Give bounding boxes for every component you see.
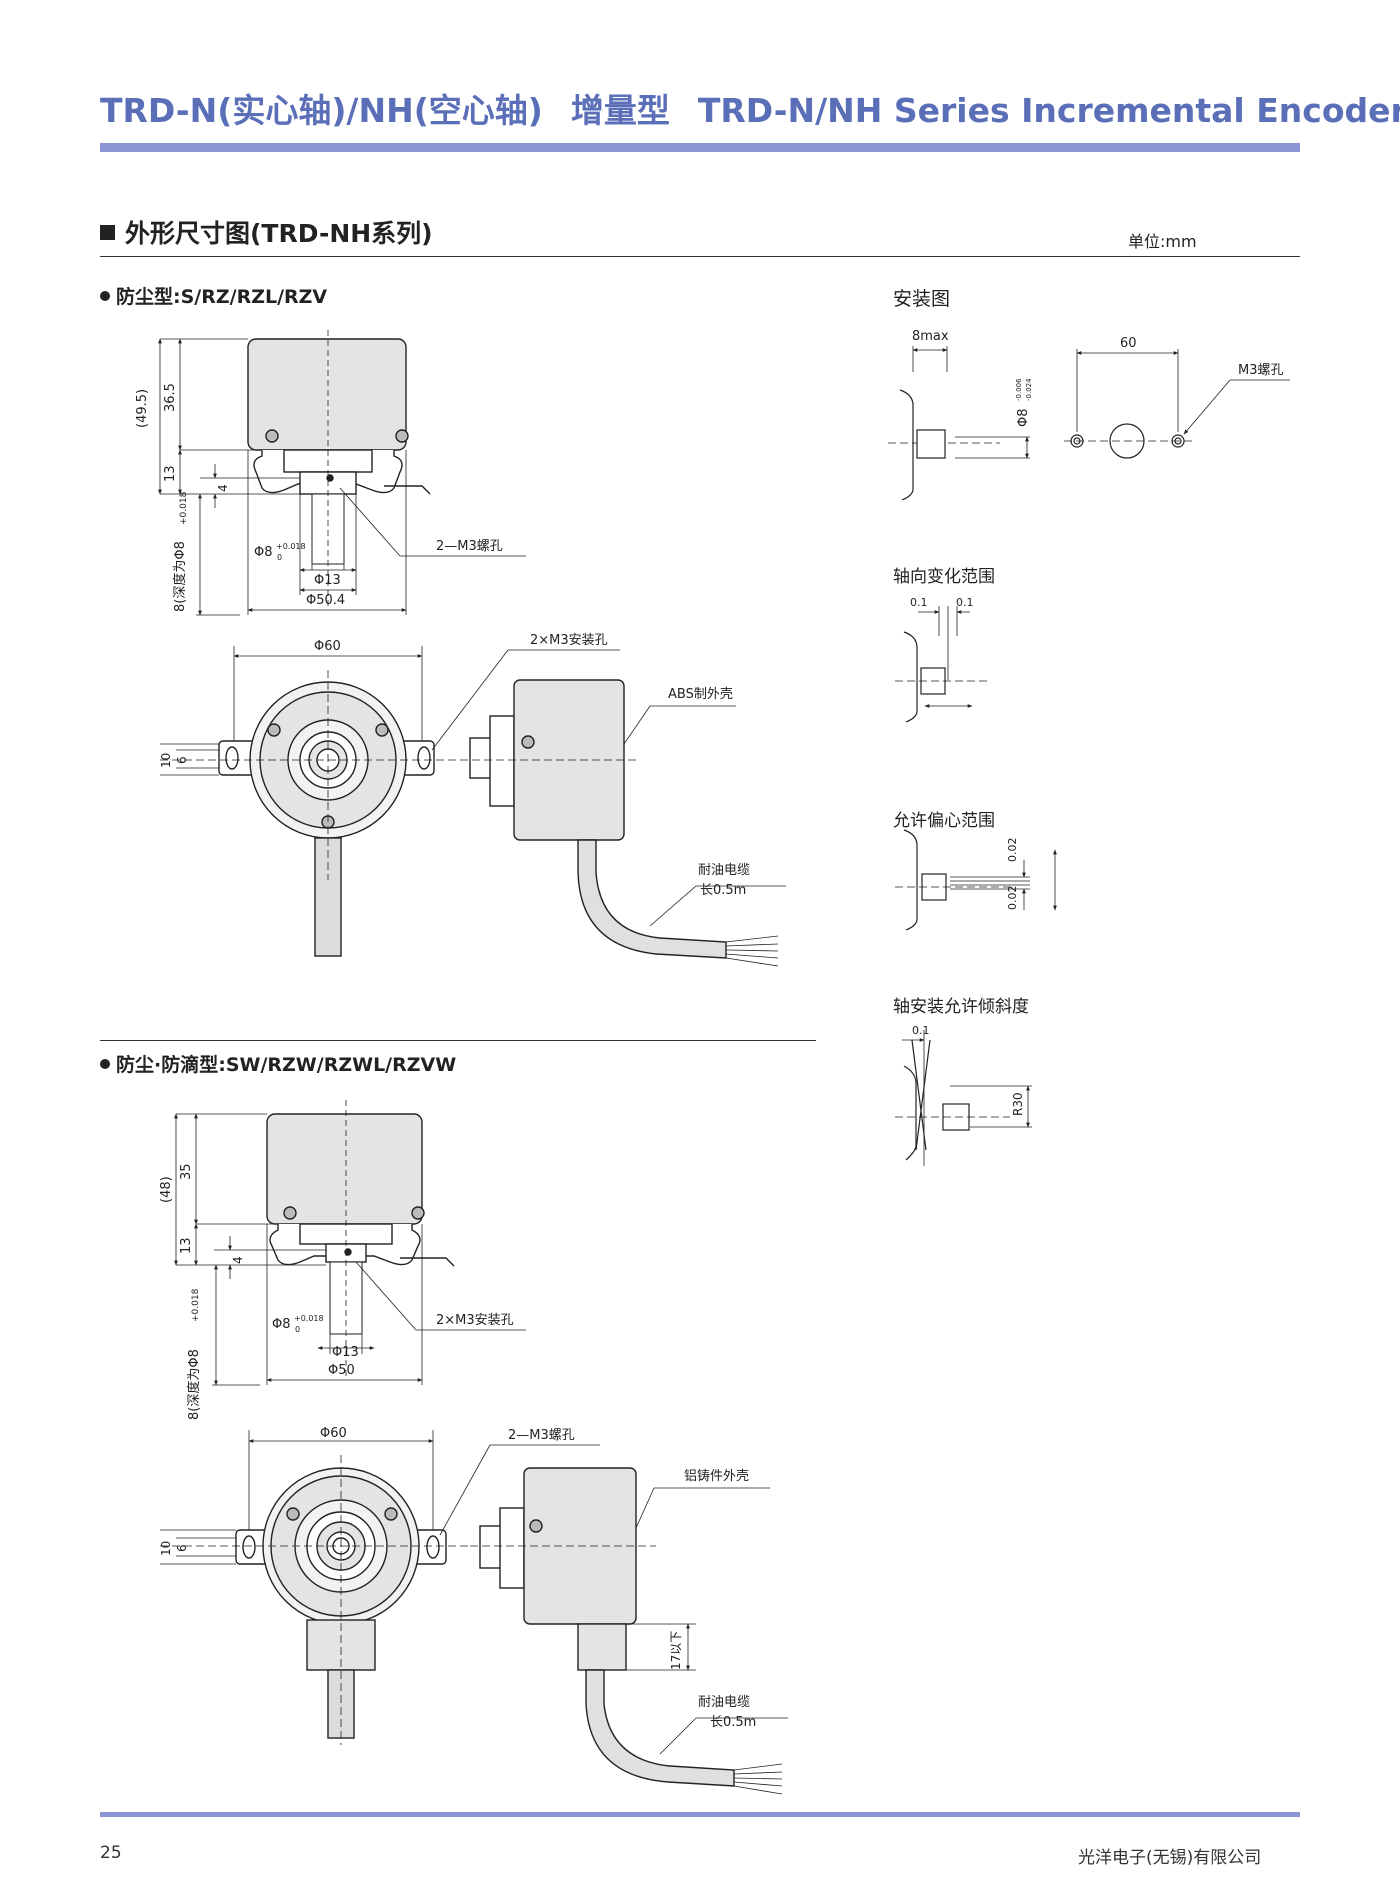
install-phi8-tol-dn: -0.024 [1025,378,1033,401]
ecc-0-02-b: 0.02 [1006,886,1019,911]
v1-body-h: 36.5 [163,383,178,412]
v2-depth: 8(深度为Φ8 [186,1349,202,1420]
v1-mount-holes: 2×M3安装孔 [530,633,608,648]
v1-phi8: Φ8 [254,545,273,560]
variant-divider [100,1040,816,1041]
tilt-0-1: 0.1 [912,1024,930,1037]
v2-phi50: Φ50 [328,1363,355,1378]
v1-right-view [460,679,786,967]
v1-phi60: Φ60 [314,639,341,654]
tilt-title: 轴安装允许倾斜度 [893,997,1029,1017]
v1-housing: ABS制外壳 [668,687,733,702]
bullet-icon [100,291,110,301]
v2-flange-h: 13 [179,1237,194,1254]
v1-phi504: Φ50.4 [306,593,345,608]
axial-0-1-a: 0.1 [910,596,928,609]
v1-d10: 10 [159,753,173,768]
footer-bar [100,1812,1300,1817]
unit-label: 单位:mm [1128,232,1197,251]
v2-cable1: 耐油电缆 [698,1694,750,1710]
title-type: 增量型 [570,91,670,130]
v2-total-h: (48) [159,1176,174,1203]
v1-side-view [158,330,526,616]
page-title: TRD-N(实心轴)/NH(空心轴) 增量型 TRD-N/NH Series Inc… [100,84,1400,132]
v1-front-view [160,646,620,957]
v2-cable2: 长0.5m [710,1715,756,1730]
install-m3: M3螺孔 [1238,363,1284,378]
v2-phi60: Φ60 [320,1426,347,1441]
bullet-icon [100,1059,110,1069]
install-title: 安装图 [893,288,951,310]
variant2-title: 防尘·防滴型:SW/RZW/RZWL/RZVW [100,1050,456,1077]
v1-total-h: (49.5) [135,389,150,428]
company-name: 光洋电子(无锡)有限公司 [1078,1848,1262,1868]
v1-dim4: 4 [216,484,230,492]
v2-phi13: Φ13 [332,1345,359,1360]
v1-depth: 8(深度为Φ8 [172,541,188,612]
v1-d6: 6 [175,756,189,764]
v2-d17: 17以下 [669,1631,683,1670]
v2-body-h: 35 [179,1163,194,1180]
v2-right-view [470,1467,788,1795]
install-60: 60 [1120,336,1137,351]
v1-depth-tol: +0.018 [179,491,189,525]
v2-housing: 铝铸件外壳 [684,1468,749,1484]
section-rule [100,256,1300,257]
axial-title: 轴向变化范围 [893,567,995,587]
v2-front-view [160,1430,600,1745]
page-number: 25 [100,1843,122,1863]
v2-dim4: 4 [231,1256,245,1264]
v2-d6: 6 [175,1544,189,1552]
v1-phi8-tol-dn: 0 [277,553,282,562]
v1-cable1: 耐油电缆 [698,862,750,878]
title-cn: TRD-N(实心轴)/NH(空心轴) [100,91,543,130]
square-bullet-icon [100,225,115,240]
v1-cable2: 长0.5m [700,883,746,898]
v1-screw-label: 2—M3螺孔 [436,539,503,554]
install-8max: 8max [912,329,949,344]
variant1-title: 防尘型:S/RZ/RZL/RZV [100,282,327,309]
v2-phi8-tol-up: +0.018 [294,1314,324,1323]
tilt-r30: R30 [1011,1092,1025,1116]
v1-phi8-tol-up: +0.018 [276,542,306,551]
v2-side-view [174,1100,526,1386]
v1-flange-h: 13 [163,465,178,482]
v2-screw-label: 2—M3螺孔 [508,1428,575,1443]
header-bar [100,143,1300,152]
axial-0-1-b: 0.1 [956,596,974,609]
v2-depth-tol: +0.018 [191,1288,201,1322]
v2-d10: 10 [159,1541,173,1556]
v2-mount-holes: 2×M3安装孔 [436,1313,514,1328]
section-title: 外形尺寸图(TRD-NH系列) [100,214,433,250]
ecc-title: 允许偏心范围 [893,811,995,831]
ecc-0-02-a: 0.02 [1006,838,1019,863]
v2-phi8: Φ8 [272,1317,291,1332]
install-phi8: Φ8 [1016,408,1031,427]
install-diagram [888,346,1290,1166]
v1-phi13: Φ13 [314,573,341,588]
v2-phi8-tol-dn: 0 [295,1325,300,1334]
title-en: TRD-N/NH Series Incremental Encoders [697,91,1400,130]
install-phi8-tol-up: -0.006 [1015,378,1023,401]
